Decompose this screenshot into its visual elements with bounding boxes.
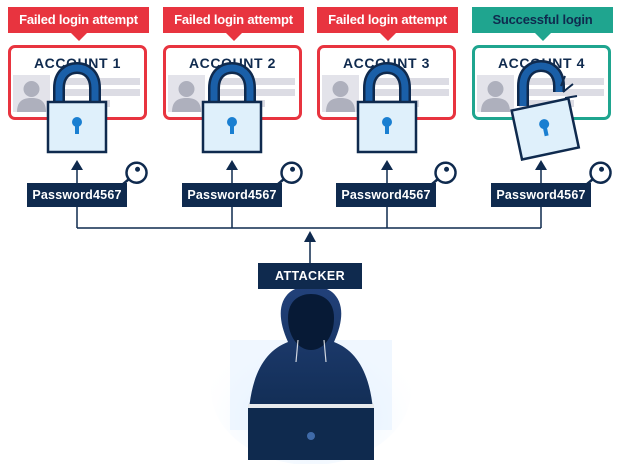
status-banner-account-4: Successful login (472, 7, 613, 41)
arrow-up-icon (304, 231, 316, 242)
hooded-hacker-icon (248, 286, 374, 432)
password-chip-3: Password4567 (336, 183, 436, 207)
lock-icon (356, 61, 418, 154)
password-chip-4: Password4567 (491, 183, 591, 207)
status-banner-account-3: Failed login attempt (317, 7, 458, 41)
password-chip-1: Password4567 (27, 183, 127, 207)
status-banner-account-1: Failed login attempt (8, 7, 149, 41)
password-chip-2: Password4567 (182, 183, 282, 207)
lock-icon (46, 61, 108, 154)
connector-lines (76, 170, 542, 263)
arrow-up-icon (381, 160, 393, 170)
unlocked-lock-icon (510, 59, 581, 161)
attacker-label: ATTACKER (258, 263, 362, 289)
arrowheads (71, 160, 547, 242)
lock-icon (201, 61, 263, 154)
arrow-up-icon (535, 160, 547, 170)
status-banner-account-2: Failed login attempt (163, 7, 304, 41)
arrow-up-icon (226, 160, 238, 170)
laptop-icon (248, 404, 374, 460)
arrow-up-icon (71, 160, 83, 170)
